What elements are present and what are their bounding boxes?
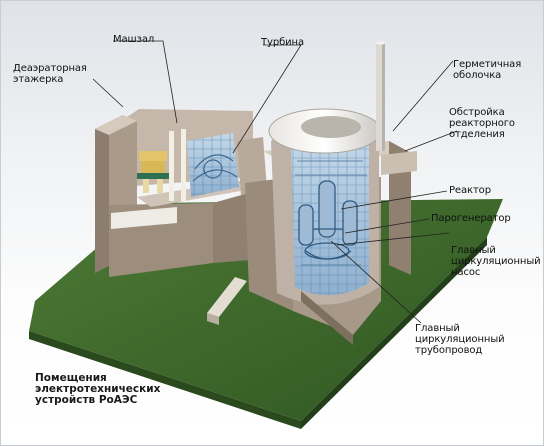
deaerator-wall-top [95,115,137,135]
label-main-pipeline: Главный циркуляционный трубопровод [415,323,505,356]
reactor-annex-right [389,141,411,275]
label-mashzal: Машзал [113,34,155,45]
callout-lines [92,40,458,324]
label-main-pump: Главный циркуляционный насос [451,245,541,278]
ground-edge [29,331,301,429]
reactor-front-block [301,291,353,345]
label-containment: Герметичная оболочка [453,59,522,81]
label-reactor: Реактор [449,185,491,196]
ground-edge-right [301,237,487,429]
front-slab [111,207,177,229]
caption-electrical-rooms: Помещения электротехнических устройств Р… [35,372,161,406]
label-deaerator: Деаэраторная этажерка [13,63,87,85]
annex-side-block [381,151,417,175]
deaerator-equipment [137,151,169,193]
label-turbine: Турбина [261,37,305,48]
label-steam-generator: Парогенератор [431,213,511,224]
label-reactor-building: Обстройка реакторного отделения [449,107,515,140]
mashzal-columns [169,129,186,201]
ventilation-stack [376,43,385,151]
walkway-slab [207,277,247,317]
turbine-hall-right-wall [237,137,267,195]
reactor-equipment [298,180,358,260]
